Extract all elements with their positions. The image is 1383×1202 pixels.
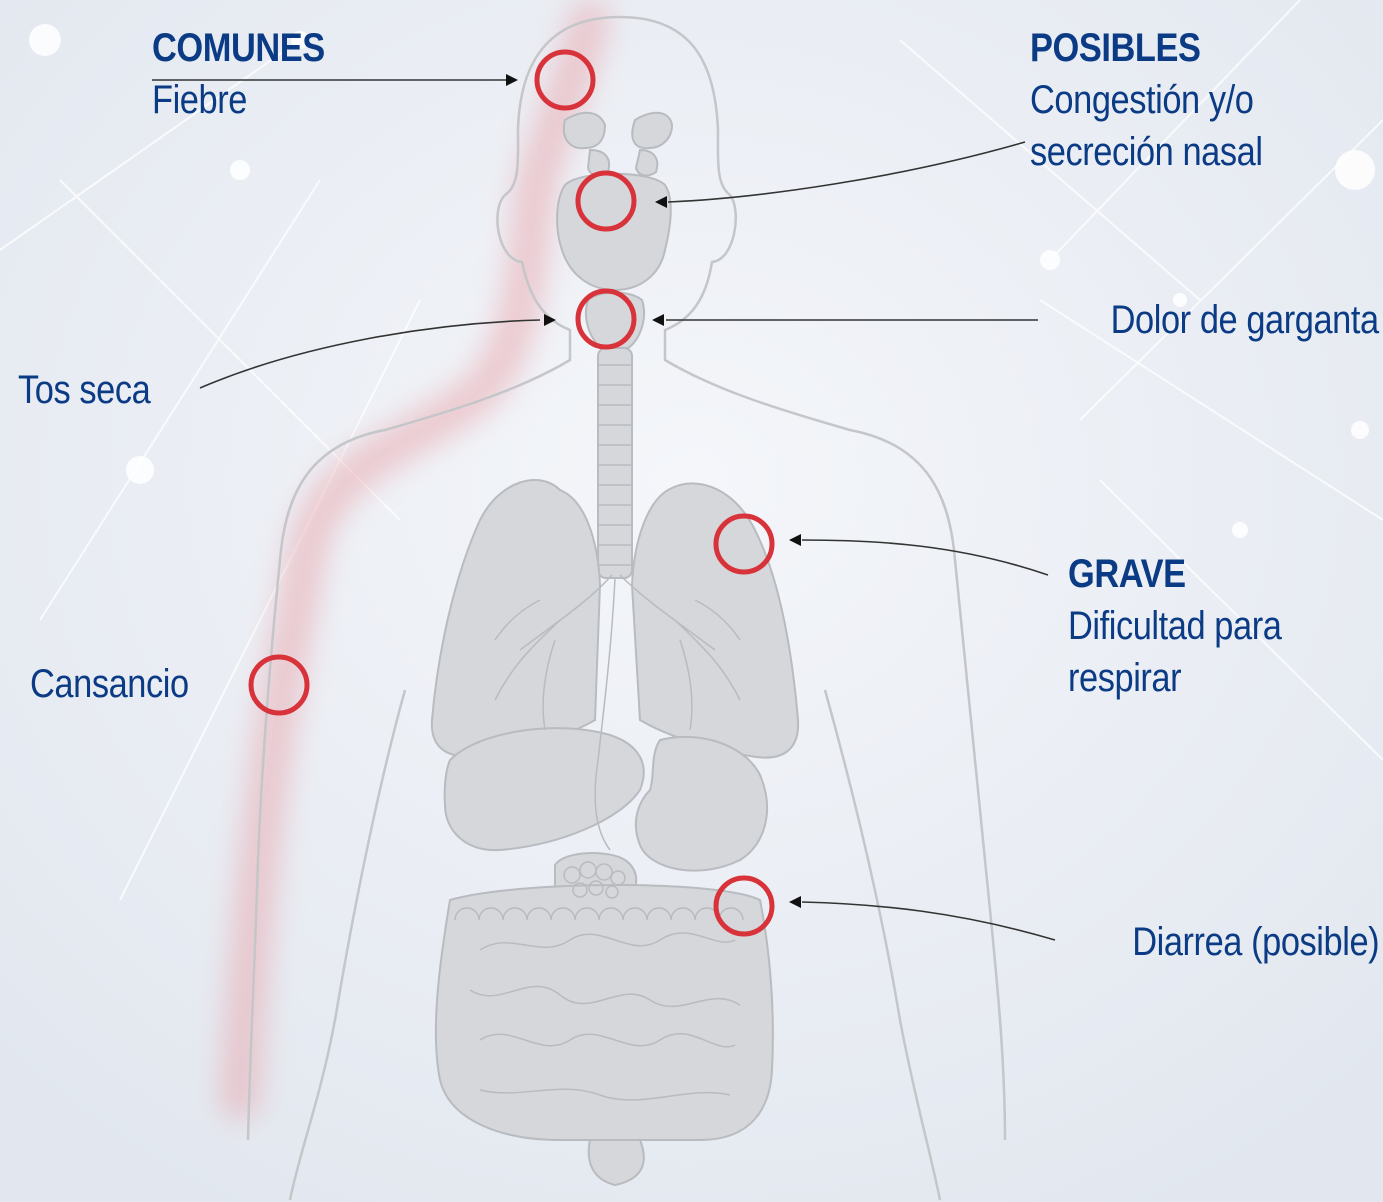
left-lung: [630, 482, 800, 759]
label-common-group: COMUNES Fiebre: [152, 22, 325, 126]
ring-marker-icon: [713, 875, 775, 937]
label-possible-group: POSIBLES Congestión y/o secreción nasal: [1030, 22, 1263, 178]
symptom-breathing-line1: Dificultad para: [1068, 604, 1282, 648]
large-intestine: [434, 884, 774, 1141]
symptom-breathing-line2: respirar: [1068, 656, 1182, 700]
ring-marker-icon: [713, 513, 775, 575]
leader-diarrhea: [801, 901, 1056, 941]
heading-common: COMUNES: [152, 26, 325, 70]
label-severe-group: GRAVE Dificultad para respirar: [1068, 548, 1282, 704]
symptom-fever: Fiebre: [152, 78, 247, 122]
symptom-diarrhea: Diarrea (posible): [1132, 920, 1379, 964]
symptom-nasal-line1: Congestión y/o: [1030, 78, 1254, 122]
ring-marker-icon: [575, 288, 637, 350]
arrowhead-icon: [506, 74, 801, 908]
leader-lines: [152, 79, 1056, 941]
leader-throat-left: [199, 319, 541, 389]
leader-breathing: [801, 539, 1049, 576]
right-lung: [430, 479, 602, 758]
ring-marker-icon: [575, 170, 637, 232]
heading-possible: POSIBLES: [1030, 26, 1201, 70]
sinuses: [562, 111, 607, 150]
heading-severe: GRAVE: [1068, 552, 1186, 596]
leader-nasal: [667, 141, 1026, 203]
symptom-dry-cough: Tos seca: [18, 368, 151, 412]
liver: [443, 727, 645, 852]
nasal-cavity: [556, 172, 672, 292]
body-outline: [246, 15, 1007, 1201]
organs: [430, 111, 800, 1187]
stomach: [634, 736, 768, 872]
trachea: [597, 347, 633, 579]
symptom-sore-throat: Dolor de garganta: [1110, 298, 1380, 342]
ring-marker-icon: [534, 49, 596, 111]
symptom-nasal-line2: secreción nasal: [1030, 130, 1263, 174]
fever-trail: [220, 0, 610, 1120]
ring-marker-icon: [248, 654, 310, 716]
symptom-fatigue: Cansancio: [30, 662, 189, 706]
